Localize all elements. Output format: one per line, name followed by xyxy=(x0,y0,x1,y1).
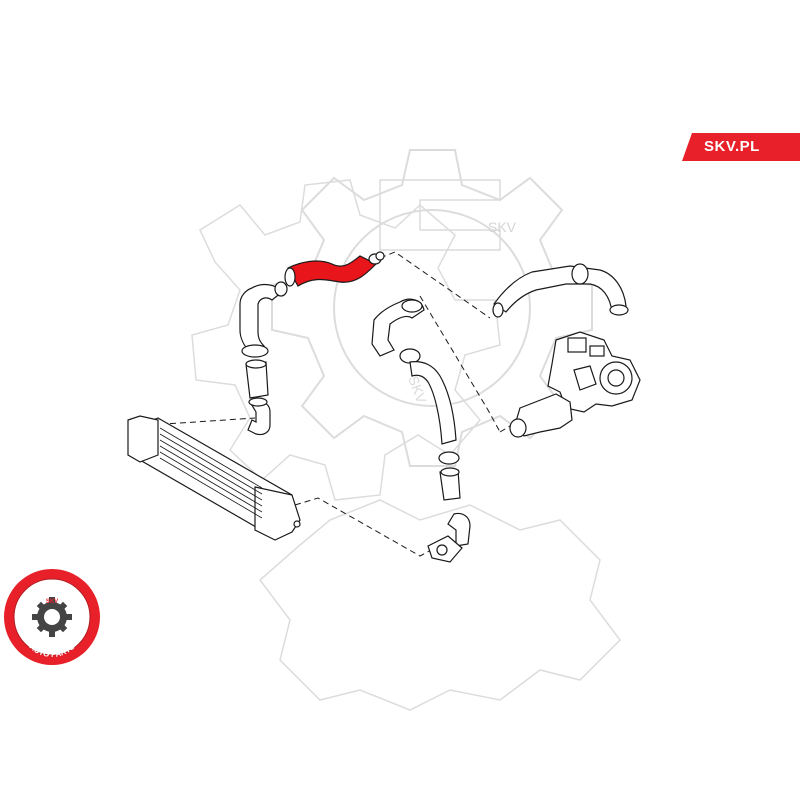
intercooler-left-tank xyxy=(127,415,159,463)
intercooler-fins xyxy=(159,427,263,519)
highlighted-hose-clamp-left xyxy=(284,267,296,287)
turbo-actuator xyxy=(567,337,587,353)
watermark-gear xyxy=(191,149,621,711)
turbo-bracket xyxy=(589,345,605,357)
leader-line-top xyxy=(379,251,491,319)
leader-line-bottom xyxy=(294,497,436,557)
gasket-hole xyxy=(436,544,448,556)
middle-upper-clamp xyxy=(401,299,423,313)
left-hose-assembly xyxy=(239,281,288,436)
seal-center-label: SKV xyxy=(46,599,58,605)
watermark-label: SKV xyxy=(488,219,517,235)
highlighted-hose xyxy=(284,251,385,287)
left-elbow-clamp xyxy=(248,397,268,407)
left-connector-rim xyxy=(245,359,267,369)
leader-line-right xyxy=(419,295,501,433)
watermark-gear-outline xyxy=(271,149,593,467)
turbo-pipe-clamp xyxy=(571,263,589,285)
middle-sleeve-rim xyxy=(440,467,460,477)
seal-graphic: AFTERMARKET PRICE · OE QUALITY SKV AUTO … xyxy=(4,569,100,665)
watermark-big-gear xyxy=(191,179,501,501)
site-tag: SKV.PL xyxy=(682,133,800,161)
leader-line-left xyxy=(149,417,256,426)
middle-hose-assembly xyxy=(371,298,471,563)
middle-outlet-elbow xyxy=(447,512,471,547)
middle-long-hose xyxy=(409,361,457,445)
turbo-pipe-start-clamp xyxy=(492,302,504,318)
site-tag-shape xyxy=(682,133,800,161)
turbo-outlet-clamp xyxy=(509,418,527,438)
turbo-flange xyxy=(573,365,597,391)
brand-seal: AFTERMARKET PRICE · OE QUALITY SKV AUTO … xyxy=(2,567,102,667)
intercooler-bolt xyxy=(293,520,301,528)
watermark-lower-gear xyxy=(258,499,621,711)
turbo-hub xyxy=(607,369,625,387)
turbo-inlet-pipe xyxy=(493,265,627,313)
middle-lower-clamp xyxy=(438,451,460,465)
left-upper-hose xyxy=(239,283,283,353)
turbo-pipe-end-clamp xyxy=(609,304,629,316)
left-hose-clamp-top xyxy=(274,281,288,297)
turbo-assembly xyxy=(492,263,641,438)
site-label: SKV.PL xyxy=(704,138,760,155)
intercooler-right-tank xyxy=(254,486,301,541)
left-hose-clamp-bottom xyxy=(241,344,269,358)
seal-gear-hole xyxy=(44,609,60,625)
watermark-gear-inner-ring xyxy=(333,209,531,407)
middle-ring-clamp xyxy=(399,348,421,364)
hose-end-ring xyxy=(375,251,385,261)
intercooler xyxy=(127,415,301,541)
highlighted-hose-body xyxy=(287,255,378,287)
watermark-arrow-shape xyxy=(379,179,501,251)
